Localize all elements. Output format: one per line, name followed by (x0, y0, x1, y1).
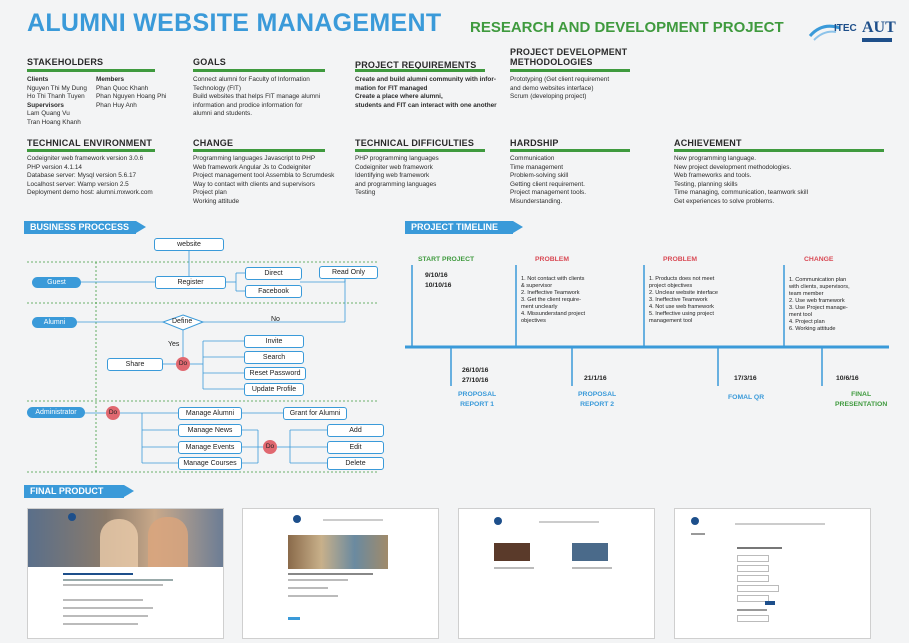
manage-courses-node: Manage Courses (178, 457, 242, 470)
goals-heading: GOALS (193, 57, 227, 67)
page-title: ALUMNI WEBSITE MANAGEMENT (27, 9, 442, 37)
hardship-underline (510, 149, 630, 152)
stakeholders-clients: Clients Nguyen Thi My Dung Ho Thi Thanh … (27, 76, 87, 126)
stakeholders-heading: STAKEHOLDERS (27, 57, 104, 67)
manage-do-node: Do (263, 440, 277, 454)
no-label: No (271, 316, 280, 323)
direct-node: Direct (245, 267, 302, 280)
requirements-text: Create and build alumni community with i… (355, 76, 497, 109)
achievement-heading: ACHIEVEMENT (674, 138, 742, 148)
report-2-date: 21/1/16 (584, 375, 607, 382)
facebook-node: Facebook (245, 285, 302, 298)
goals-underline (193, 69, 325, 72)
add-node: Add (327, 424, 384, 437)
reset-password-node: Reset Password (244, 367, 306, 380)
qr-date: 17/3/16 (734, 375, 757, 382)
goals-text: Connect alumni for Faculty of Informatio… (193, 76, 321, 118)
define-decision-diamond (161, 314, 205, 331)
administrator-role: Administrator (27, 407, 85, 418)
methodologies-heading-2: METHODOLOGIES (510, 57, 593, 67)
screenshot-homepage-thumbnail (27, 508, 224, 639)
page-subtitle: RESEARCH AND DEVELOPMENT PROJECT (470, 19, 784, 36)
difficulties-heading: TECHNICAL DIFFICULTIES (355, 138, 475, 148)
delete-node: Delete (327, 457, 384, 470)
alumni-role: Alumni (32, 317, 77, 328)
change-underline (193, 149, 325, 152)
formal-qr-label: FOMAL QR (728, 394, 765, 401)
difficulties-underline (355, 149, 485, 152)
itec-logo-text: ITEC (834, 23, 857, 34)
hardship-heading: HARDSHIP (510, 138, 559, 148)
environment-heading: TECHNICAL ENVIRONMENT (27, 138, 153, 148)
requirements-heading: PROJECT REQUIREMENTS (355, 60, 477, 70)
stakeholders-underline (27, 69, 155, 72)
project-timeline-banner: PROJECT TIMELINE (405, 221, 523, 234)
share-node: Share (107, 358, 163, 371)
environment-underline (27, 149, 155, 152)
business-process-banner: BUSINESS PROCCESS (24, 221, 146, 234)
screenshot-events-thumbnail (458, 508, 655, 639)
website-node: website (154, 238, 224, 251)
guest-role: Guest (32, 277, 81, 288)
achievement-text: New programming language.New project dev… (674, 155, 809, 205)
change-heading: CHANGE (193, 138, 234, 148)
register-node: Register (155, 276, 226, 289)
read-only-node: Read Only (319, 266, 378, 279)
aut-logo-text: AUT (862, 19, 896, 36)
manage-events-node: Manage Events (178, 441, 242, 454)
grant-for-alumni-node: Grant for Alumni (283, 407, 347, 420)
stakeholders-members: Members Phan Quoc Khanh Phan Nguyen Hoan… (96, 76, 167, 109)
define-label: Define (172, 318, 193, 325)
problem-1-label: PROBLEM (535, 256, 569, 263)
institution-logos: ITEC AUT (806, 18, 896, 48)
manage-alumni-node: Manage Alumni (178, 407, 242, 420)
edit-node: Edit (327, 441, 384, 454)
start-project-label: START PROJECT (418, 256, 475, 263)
screenshot-registration-thumbnail (674, 508, 871, 639)
itec-logo-icon (808, 24, 841, 41)
alumni-do-node: Do (176, 357, 190, 371)
manage-news-node: Manage News (178, 424, 242, 437)
final-date: 10/6/16 (836, 375, 859, 382)
invite-node: Invite (244, 335, 304, 348)
screenshot-news-thumbnail (242, 508, 439, 639)
yes-label: Yes (168, 341, 180, 348)
problem-2-label: PROBLEM (663, 256, 697, 263)
update-profile-node: Update Profile (244, 383, 304, 396)
methodologies-heading-1: PROJECT DEVELOPMENT (510, 47, 628, 57)
requirements-underline (355, 69, 485, 72)
methodologies-underline (510, 69, 630, 72)
search-node: Search (244, 351, 304, 364)
achievement-underline (674, 149, 884, 152)
admin-do-node: Do (106, 406, 120, 420)
change-timeline-label: CHANGE (804, 256, 834, 263)
final-product-banner: FINAL PRODUCT (24, 485, 134, 498)
